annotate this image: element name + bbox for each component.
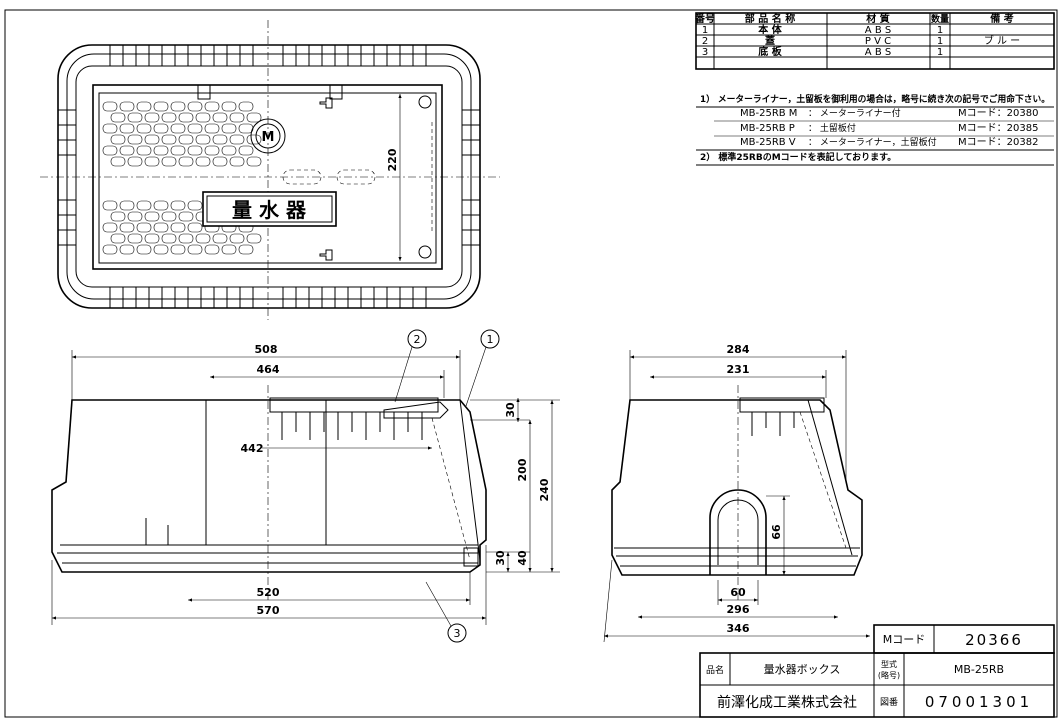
lid-label-text: 量 水 器	[232, 198, 307, 222]
variant-p-desc: ： 土留板付	[808, 122, 856, 134]
balloon-2-label: 2	[414, 333, 421, 346]
dim-296: 296	[727, 603, 750, 616]
variant-m-desc: ： メーターライナー付	[808, 108, 901, 119]
dim-30-top: 30	[504, 402, 517, 418]
model-label-1: 型式	[881, 659, 897, 669]
row1-material: A B S	[865, 25, 891, 36]
header-no: 番号	[694, 12, 715, 25]
front-view: 508 464 442 520 570 30 200 240 30 40	[51, 343, 560, 625]
dim-40: 40	[516, 550, 529, 566]
balloon-1-label: 1	[487, 333, 494, 346]
side-view: 284 231 66 60 296 346	[603, 343, 870, 643]
variant-m-model: MB-25RB M	[740, 108, 797, 119]
row3-material: A B S	[865, 47, 891, 58]
title-block: Mコード 20366 品名 量水器ボックス 型式 (略号) MB-25RB 前澤…	[699, 624, 1055, 718]
mcode-value: 20366	[965, 631, 1023, 649]
header-material: 材 質	[866, 12, 889, 25]
dim-60: 60	[730, 586, 746, 599]
dim-508: 508	[255, 343, 278, 356]
dim-240: 240	[538, 478, 551, 501]
dim-346: 346	[727, 622, 750, 635]
variant-v-model: MB-25RB V	[740, 137, 796, 148]
dim-200: 200	[516, 458, 529, 481]
row2-remarks: ブ ル ー	[984, 34, 1020, 47]
row1-name: 本 体	[758, 23, 782, 36]
balloon-3	[447, 623, 467, 643]
note-2: 2） 標準25RBのMコードを表記しております。	[700, 151, 896, 163]
dim-284: 284	[727, 343, 750, 356]
meter-symbol: M	[262, 130, 275, 145]
dim-464: 464	[257, 363, 280, 376]
company-name: 前澤化成工業株式会社	[717, 694, 857, 711]
variant-v-code: Mコード：20382	[958, 137, 1038, 148]
variant-m-code: Mコード：20380	[958, 108, 1038, 119]
row3-name: 底 板	[758, 45, 782, 58]
drawing-frame	[4, 9, 1058, 718]
plan-view: 量 水 器 M 220	[40, 20, 500, 320]
dim-442: 442	[241, 442, 264, 455]
header-qty: 数量	[931, 13, 949, 25]
row2-material: P V C	[865, 36, 891, 47]
variant-p-code: Mコード：20385	[958, 123, 1038, 134]
row3-qty: 1	[937, 47, 943, 58]
meter-symbol-circle	[250, 118, 286, 154]
model-value: MB-25RB	[954, 663, 1004, 676]
row1-qty: 1	[937, 25, 943, 36]
row1-no: 1	[702, 25, 708, 36]
lid-label-plate	[202, 191, 337, 227]
drawing-no-label: 図番	[880, 696, 898, 708]
note-1: 1） メーターライナー，土留板を御利用の場合は，略号に続き次の記号でご用命下さい…	[700, 93, 1050, 105]
header-remarks: 備 考	[990, 12, 1013, 25]
balloon-1	[480, 329, 500, 349]
mcode-label: Mコード	[883, 633, 926, 646]
row2-no: 2	[702, 36, 708, 47]
name-label: 品名	[706, 664, 724, 676]
dim-220: 220	[386, 148, 399, 171]
dim-520: 520	[257, 586, 280, 599]
drawing-no: 07001301	[925, 693, 1033, 711]
dim-231: 231	[727, 363, 750, 376]
variant-p-model: MB-25RB P	[740, 123, 795, 134]
dim-30-bottom: 30	[494, 550, 507, 566]
row2-qty: 1	[937, 36, 943, 47]
header-part-name: 部 品 名 称	[745, 12, 795, 25]
dim-66: 66	[770, 524, 783, 540]
notes-block: 1） メーターライナー，土留板を御利用の場合は，略号に続き次の記号でご用命下さい…	[696, 93, 1054, 166]
balloons: 2 1 3	[394, 329, 500, 643]
name-value: 量水器ボックス	[764, 663, 841, 676]
dim-570: 570	[257, 604, 280, 617]
row3-no: 3	[702, 47, 708, 58]
row2-name: 蓋	[765, 34, 775, 47]
lid-grip-pattern	[102, 101, 262, 255]
model-label-2: (略号)	[878, 670, 900, 680]
parts-table: 番号 部 品 名 称 材 質 数量 備 考 1 本 体 A B S 1 2 蓋 …	[694, 12, 1055, 70]
variant-v-desc: ： メーターライナー，土留板付	[808, 136, 937, 148]
balloon-2	[407, 329, 427, 349]
balloon-3-label: 3	[454, 627, 461, 640]
